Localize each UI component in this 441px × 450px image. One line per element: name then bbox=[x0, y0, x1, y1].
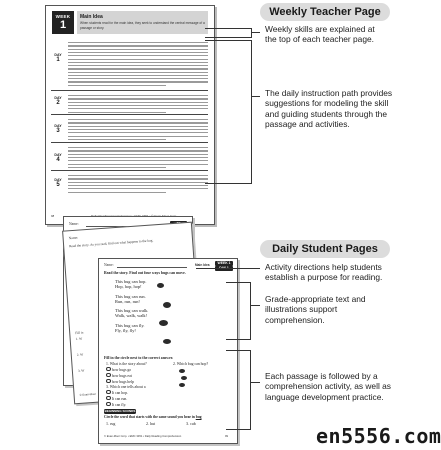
day-5-instructions bbox=[68, 173, 208, 195]
bug-choice-icon bbox=[181, 376, 187, 380]
day-4-instructions bbox=[68, 145, 208, 170]
callout-connector bbox=[196, 268, 260, 269]
week-number: 1 bbox=[59, 19, 67, 31]
callout-bracket bbox=[205, 28, 252, 38]
name-label: Name: bbox=[68, 235, 79, 241]
bug-choice-icon bbox=[179, 369, 185, 373]
day-1-instructions bbox=[68, 40, 208, 88]
skill-title: Main Idea bbox=[80, 14, 103, 20]
callout-connector bbox=[251, 32, 260, 33]
mid-label: Fill in bbox=[75, 330, 84, 336]
question-2: 2. Which bug can hop? bbox=[173, 362, 209, 366]
watermark: en5556.com bbox=[316, 424, 441, 448]
daily-student-pages-heading: Daily Student Pages bbox=[260, 240, 390, 258]
student-page-number: 99 bbox=[225, 435, 228, 438]
answer-bubble[interactable] bbox=[106, 366, 111, 372]
callout-grade-appropriate-text: Grade-appropriate text and illustrations… bbox=[265, 294, 366, 325]
callout-weekly-skills: Weekly skills are explained at the top o… bbox=[265, 24, 375, 45]
ladybug-illustration bbox=[159, 320, 168, 326]
mid-footer: © Evan-Moor bbox=[79, 391, 97, 397]
student-page-front: Name: WEEK 1 DAY 1 Main Idea Read the st… bbox=[98, 258, 238, 444]
callout-instruction-path: The daily instruction path provides sugg… bbox=[265, 88, 393, 129]
name-label: Name: bbox=[104, 263, 114, 267]
callout-connector bbox=[251, 96, 260, 97]
callout-bracket bbox=[226, 350, 251, 430]
reading-directions: Read the story. Find out four ways bugs … bbox=[104, 271, 186, 275]
week-label: WEEK bbox=[55, 14, 71, 19]
section-label: BEGINNING SOUNDS bbox=[104, 409, 136, 414]
activity-directions: Fill in the circle next to the correct a… bbox=[104, 356, 173, 360]
callout-bracket bbox=[226, 282, 251, 340]
callout-bracket bbox=[205, 40, 252, 184]
mid-label: 1. W bbox=[75, 336, 83, 342]
day-3-instructions bbox=[68, 117, 208, 142]
answer-bubble[interactable] bbox=[106, 401, 111, 407]
callout-connector bbox=[250, 382, 260, 383]
weekly-teacher-page-heading: Weekly Teacher Page bbox=[260, 3, 390, 21]
name-label: Name: bbox=[69, 222, 79, 226]
teacher-page-number: 98 bbox=[51, 214, 55, 218]
beetle-illustration bbox=[163, 302, 171, 308]
section-directions: Circle the word that starts with the sam… bbox=[104, 415, 202, 419]
week-tag: WEEK 1 bbox=[215, 261, 233, 266]
answer-bubble[interactable] bbox=[106, 395, 111, 401]
question-1: 1. What is the story about? how bugs go … bbox=[106, 362, 147, 384]
callout-connector bbox=[250, 305, 260, 306]
callout-activity-directions: Activity directions help students establ… bbox=[265, 262, 383, 283]
answer-bubble[interactable] bbox=[106, 372, 111, 378]
teacher-page-thumbnail: WEEK 1 Main Idea When students read for … bbox=[45, 5, 215, 225]
skill-banner: Main Idea When students read for the mai… bbox=[77, 11, 208, 34]
skill-tag: Main Idea bbox=[195, 263, 210, 267]
name-line bbox=[117, 267, 187, 268]
divider bbox=[51, 90, 208, 91]
answer-bubble[interactable] bbox=[106, 378, 111, 384]
student-page-footer: © Evan-Moor Corp. • EMC 3451 • Daily Rea… bbox=[104, 435, 182, 438]
question-3: 3. Which one tells about a It can hop. I… bbox=[106, 385, 146, 407]
day-2-instructions bbox=[68, 93, 208, 115]
poem-block: This bug can hop. Hop, hop, hop! This bu… bbox=[115, 279, 149, 334]
mid-label: 3. W bbox=[77, 368, 85, 373]
mid-label: 2. W bbox=[76, 352, 84, 358]
week-badge: WEEK 1 bbox=[52, 11, 74, 34]
callout-comprehension-activity: Each passage is followed by a comprehens… bbox=[265, 371, 391, 402]
mid-directions: Read the story. As you read, find out wh… bbox=[69, 238, 154, 249]
bug-choice-icon bbox=[179, 383, 185, 387]
fly-illustration bbox=[163, 339, 171, 344]
grasshopper-illustration bbox=[157, 283, 164, 288]
divider bbox=[51, 170, 208, 171]
skill-description: When students read for the main idea, th… bbox=[80, 21, 205, 30]
divider bbox=[51, 142, 208, 143]
divider bbox=[51, 114, 208, 115]
answer-bubble[interactable] bbox=[106, 389, 111, 395]
